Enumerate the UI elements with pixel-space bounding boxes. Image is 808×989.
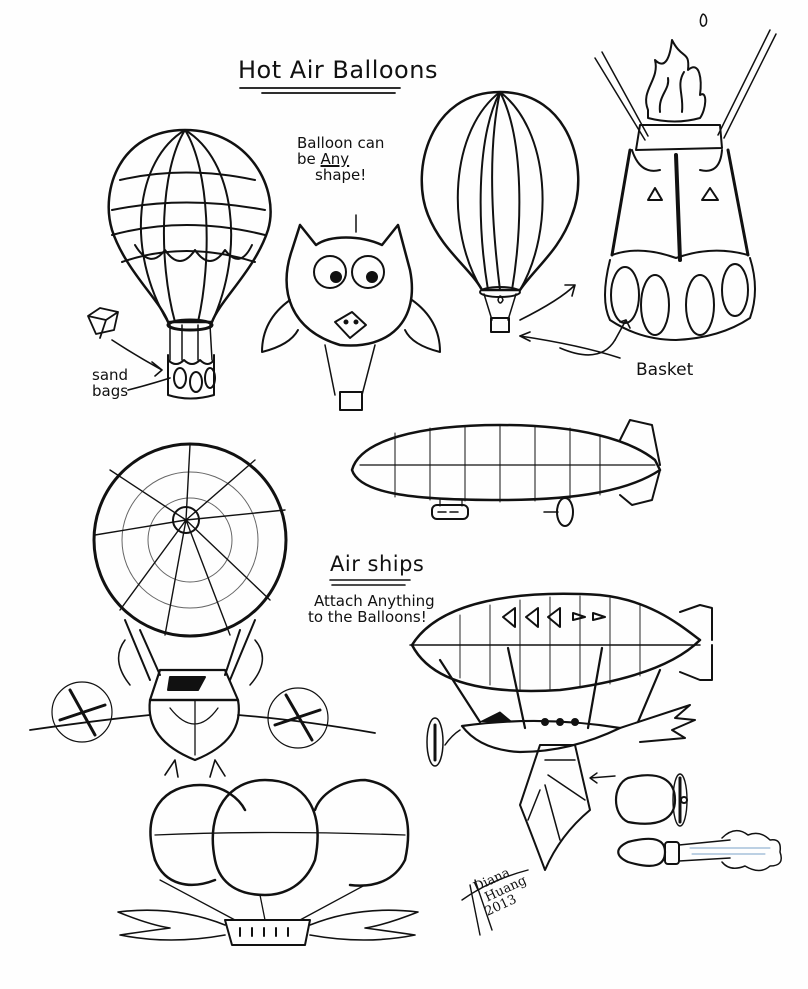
sand-bags-label: sand bags (92, 366, 129, 400)
bat-wing-airship-icon (409, 592, 713, 871)
airships-subtitle-line2: to the Balloons! (307, 607, 427, 626)
bird-airship-icon (29, 442, 376, 778)
simple-balloon-icon (420, 90, 621, 359)
sand-bags-line1: sand (92, 366, 129, 384)
any-shape-line2-prefix: be (297, 149, 321, 168)
any-shape-note: Balloon can be Any shape! (297, 134, 385, 184)
any-shape-line2: be Any (297, 149, 384, 168)
signature-icon (461, 869, 529, 936)
any-shape-emphasis: Any (320, 149, 350, 168)
flame-basket-icon (594, 13, 777, 341)
airships-subtitle-line1: Attach Anything (314, 592, 435, 610)
any-shape-line1: Balloon can (297, 134, 385, 152)
basket-label: Basket (636, 360, 694, 380)
airships-subtitle: Attach Anything to the Balloons! (300, 592, 435, 626)
rocket-engine-icon (617, 829, 782, 872)
any-shape-line3: shape! (315, 165, 367, 184)
zeppelin-icon (350, 419, 662, 527)
sand-bags-line2: bags (92, 381, 129, 400)
triple-balloon-airship-icon (117, 778, 419, 946)
propeller-engine-icon (615, 773, 688, 827)
box-icon (87, 307, 171, 391)
striped-balloon-icon (107, 128, 272, 400)
owl-balloon-icon (261, 214, 441, 411)
airships-title: Air ships (330, 552, 425, 576)
hot-air-balloons-title: Hot Air Balloons (238, 56, 438, 84)
